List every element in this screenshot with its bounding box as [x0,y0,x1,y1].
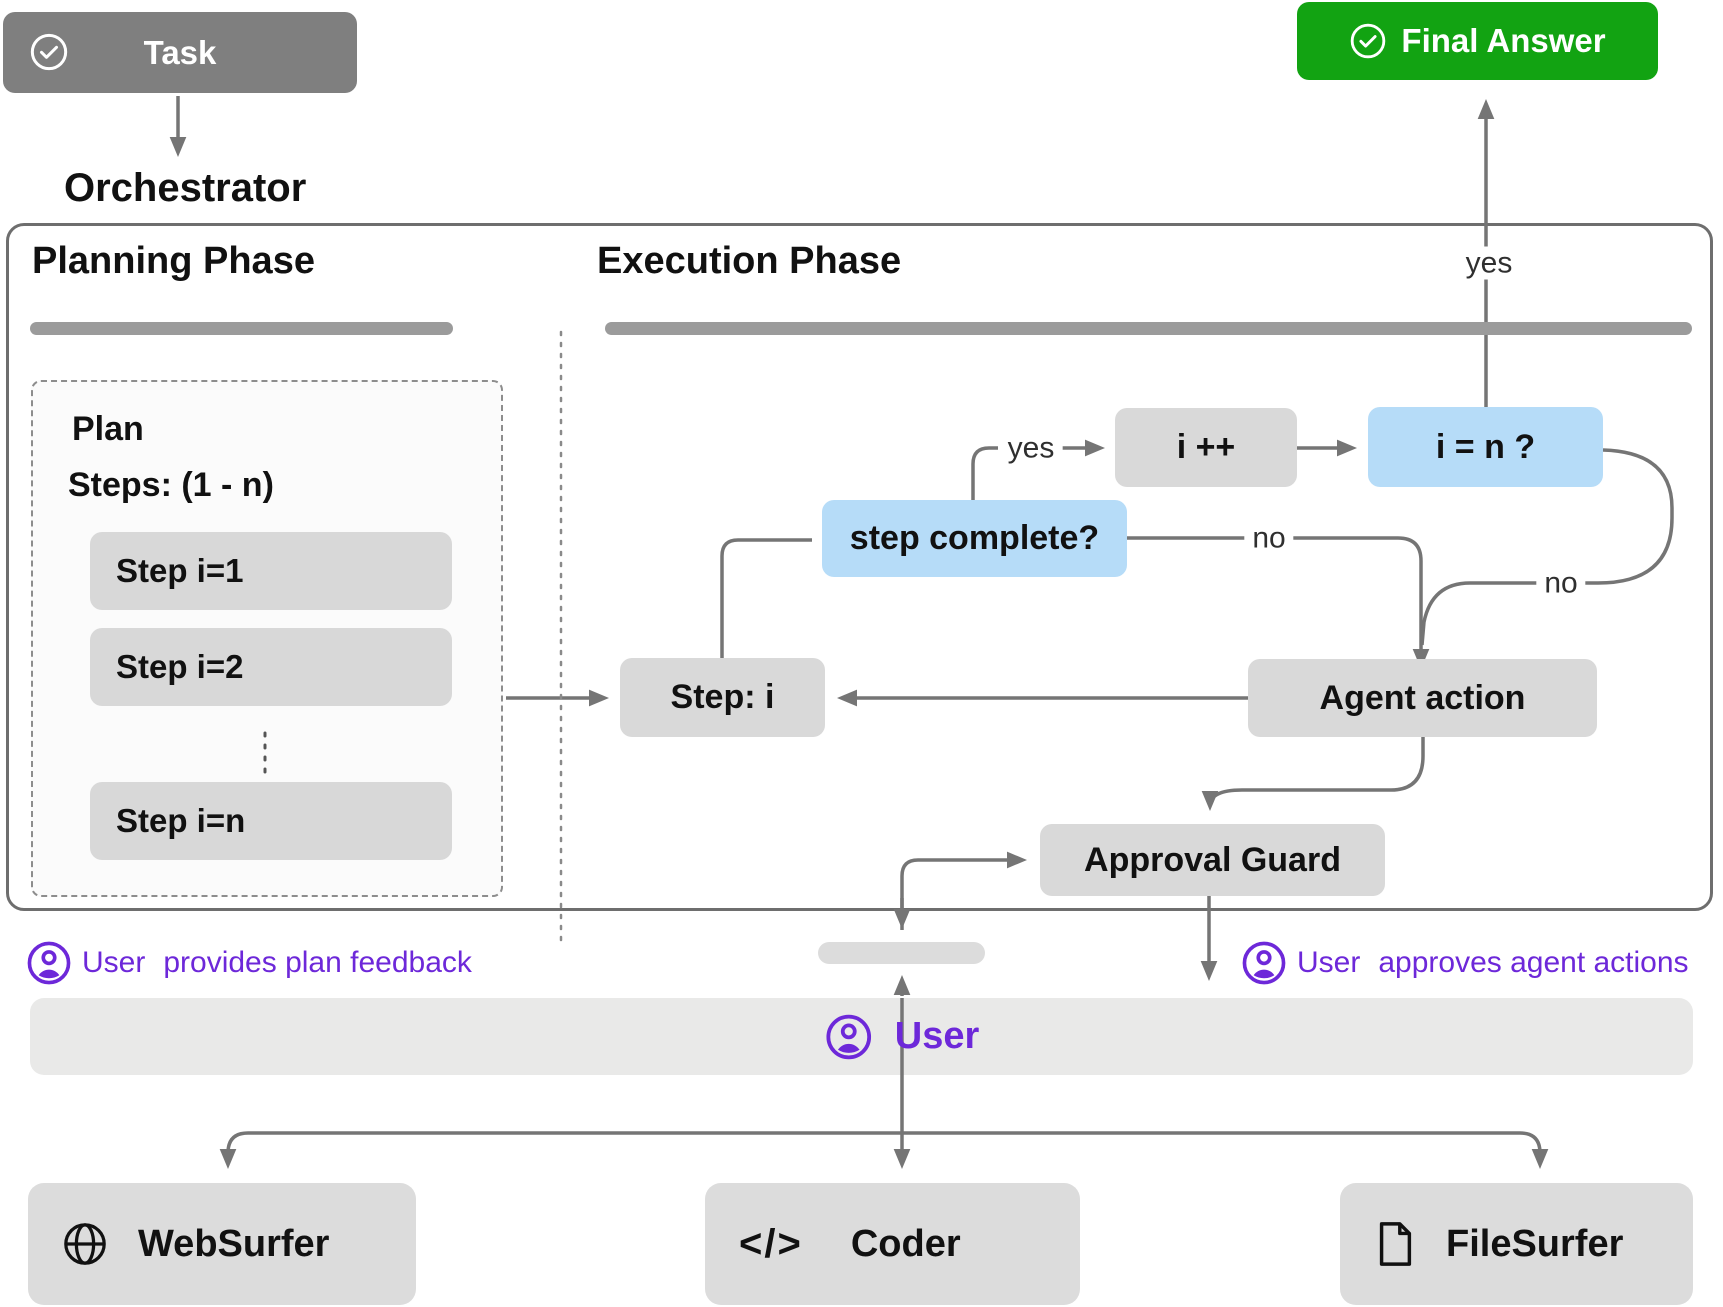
person-circle-icon [26,940,72,986]
user-connector-pill [818,942,985,964]
task-node: Task [3,12,357,93]
plan-step-chip-1: Step i=1 [90,532,452,610]
planning-phase-underline [30,322,453,335]
orchestrator-title: Orchestrator [64,166,307,210]
user-bar-content: User [825,998,980,1075]
caption-user-word: User [82,946,146,979]
increment-node: i ++ [1115,408,1297,487]
agent-action-node: Agent action [1248,659,1597,737]
edge-label-no-loop: no [1536,566,1586,600]
edge-label-yes-final: yes [1457,246,1521,280]
coder-node: </> Coder [705,1183,1080,1305]
planning-phase-title: Planning Phase [32,240,315,282]
plan-title: Plan [72,410,144,448]
user-bar [30,998,1693,1075]
user-bar-label: User [894,1015,980,1057]
edge-label-yes: yes [999,431,1063,465]
plan-steps-label: Steps: (1 - n) [68,466,274,504]
agent-action-label: Agent action [1319,678,1526,717]
approval-guard-label: Approval Guard [1084,840,1341,879]
websurfer-node: WebSurfer [28,1183,416,1305]
final-answer-node: Final Answer [1297,2,1658,80]
plan-step-label: Step i=1 [116,552,244,589]
execution-phase-title: Execution Phase [597,240,902,282]
task-label: Task [143,33,217,71]
person-circle-icon [1241,940,1287,986]
check-circle-icon [29,32,69,77]
code-icon: </> [739,1221,803,1266]
approval-guard-node: Approval Guard [1040,824,1385,896]
edge-label-no: no [1244,521,1294,555]
file-icon [1374,1221,1416,1267]
plan-step-chip-2: Step i=2 [90,628,452,706]
final-answer-label: Final Answer [1401,22,1606,59]
step-i-node: Step: i [620,658,825,737]
execution-phase-underline [605,322,1692,335]
filesurfer-label: FileSurfer [1446,1222,1624,1265]
coder-label: Coder [850,1222,961,1265]
caption-text: provides plan feedback [163,946,472,979]
globe-icon [62,1221,108,1267]
plan-step-label: Step i=2 [116,648,244,685]
step-i-label: Step: i [670,678,775,716]
condition-node: i = n ? [1368,407,1603,487]
approve-actions-caption: User approves agent actions [1241,940,1689,986]
plan-step-label: Step i=n [116,802,246,839]
step-complete-label: step complete? [849,519,1100,557]
step-complete-node: step complete? [822,500,1127,577]
condition-label: i = n ? [1435,427,1536,466]
caption-user-word: User [1297,946,1361,979]
filesurfer-node: FileSurfer [1340,1183,1693,1305]
caption-text: approves agent actions [1378,946,1689,979]
plan-feedback-caption: User provides plan feedback [26,940,472,986]
websurfer-label: WebSurfer [138,1222,330,1265]
check-circle-icon [1349,22,1387,60]
person-circle-icon [825,1013,873,1061]
plan-step-chip-n: Step i=n [90,782,452,860]
increment-label: i ++ [1176,428,1236,466]
